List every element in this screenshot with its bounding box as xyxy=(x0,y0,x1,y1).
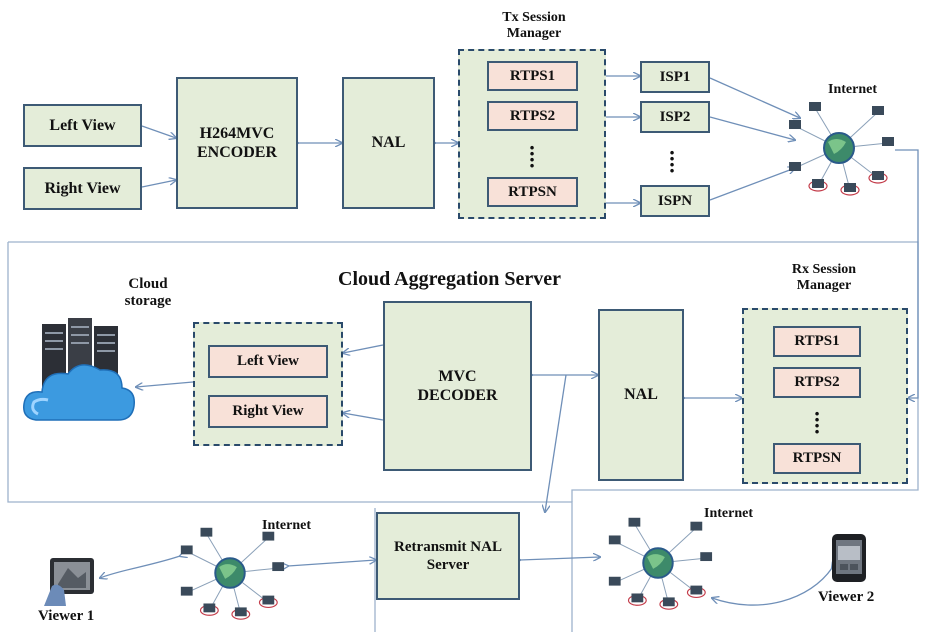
ispn-label: ISPN xyxy=(657,193,693,209)
rx-session-manager-title: Rx Session Manager xyxy=(744,262,904,294)
right-view-source: Right View xyxy=(23,167,142,210)
cloud-storage-icon xyxy=(23,318,135,421)
internet-top-label: Internet xyxy=(828,82,877,97)
viewer-2-label: Viewer 2 xyxy=(818,589,875,605)
rx-rtpsn: RTPSN xyxy=(773,443,861,474)
tx-rtps1-label: RTPS1 xyxy=(509,67,556,84)
rx-rtps2-label: RTPS2 xyxy=(794,374,840,390)
cloud-aggregation-server-title: Cloud Aggregation Server xyxy=(338,268,561,290)
decoder-label-line1: MVC xyxy=(438,367,477,385)
rx-nal: NAL xyxy=(598,309,684,481)
tx-ellipsis: ···· xyxy=(528,135,536,178)
cloud-storage-line2: storage xyxy=(124,293,172,310)
tx-nal: NAL xyxy=(342,77,435,209)
mvc-decoder: MVC DECODER xyxy=(383,301,532,471)
left-view-label: Left View xyxy=(49,116,116,134)
phone-icon xyxy=(832,534,866,582)
encoder-label-line2: ENCODER xyxy=(196,144,277,161)
decoded-right-view-label: Right View xyxy=(232,403,304,419)
decoded-left-view: Left View xyxy=(208,345,328,378)
rx-nal-label: NAL xyxy=(624,386,658,404)
rx-title-line1: Rx Session xyxy=(791,262,857,277)
retransmit-label-line2: Server xyxy=(426,557,470,573)
isp2: ISP2 xyxy=(640,101,710,133)
retransmit-nal-server: Retransmit NAL Server xyxy=(376,512,520,600)
tx-rtpsn-label: RTPSN xyxy=(508,183,557,200)
right-view-label: Right View xyxy=(44,179,121,197)
tx-rtps2: RTPS2 xyxy=(487,101,578,131)
tx-title-line1: Tx Session xyxy=(502,10,566,25)
cloud-storage-line1: Cloud xyxy=(128,276,168,292)
encoder-label-line1: H264MVC xyxy=(199,124,275,142)
isp2-label: ISP2 xyxy=(659,109,691,125)
internet-bottom-right-label: Internet xyxy=(704,506,753,521)
decoded-right-view: Right View xyxy=(208,395,328,428)
viewer-1-label: Viewer 1 xyxy=(38,608,95,624)
network-globe-icon xyxy=(180,527,285,620)
tx-rtpsn: RTPSN xyxy=(487,177,578,207)
tx-title-line2: Manager xyxy=(506,26,562,42)
rx-rtps1-label: RTPS1 xyxy=(794,333,840,349)
cloud-storage-label: Cloud storage xyxy=(108,276,188,311)
decoded-left-view-label: Left View xyxy=(236,353,300,369)
rx-rtpsn-label: RTPSN xyxy=(792,450,842,466)
decoder-label-line2: DECODER xyxy=(417,387,498,404)
tx-session-manager-title: Tx Session Manager xyxy=(460,10,608,42)
rx-title-line2: Manager xyxy=(796,278,852,294)
network-globe-icon xyxy=(789,102,894,196)
tx-nal-label: NAL xyxy=(371,134,406,152)
isp1: ISP1 xyxy=(640,61,710,93)
internet-bottom-left-label: Internet xyxy=(262,518,311,533)
left-view-source: Left View xyxy=(23,104,142,147)
rx-rtps1: RTPS1 xyxy=(773,326,861,357)
retransmit-label-line1: Retransmit NAL xyxy=(394,539,502,555)
h264mvc-encoder: H264MVC ENCODER xyxy=(176,77,298,209)
tx-rtps1: RTPS1 xyxy=(487,61,578,91)
tx-rtps2-label: RTPS2 xyxy=(509,107,556,124)
network-globe-icon xyxy=(608,517,713,610)
rx-rtps2: RTPS2 xyxy=(773,367,861,398)
isp1-label: ISP1 xyxy=(659,69,691,85)
tablet-icon xyxy=(44,558,94,606)
ispn: ISPN xyxy=(640,185,710,217)
rx-ellipsis: ···· xyxy=(813,401,821,444)
isp-ellipsis: ···· xyxy=(668,140,676,183)
